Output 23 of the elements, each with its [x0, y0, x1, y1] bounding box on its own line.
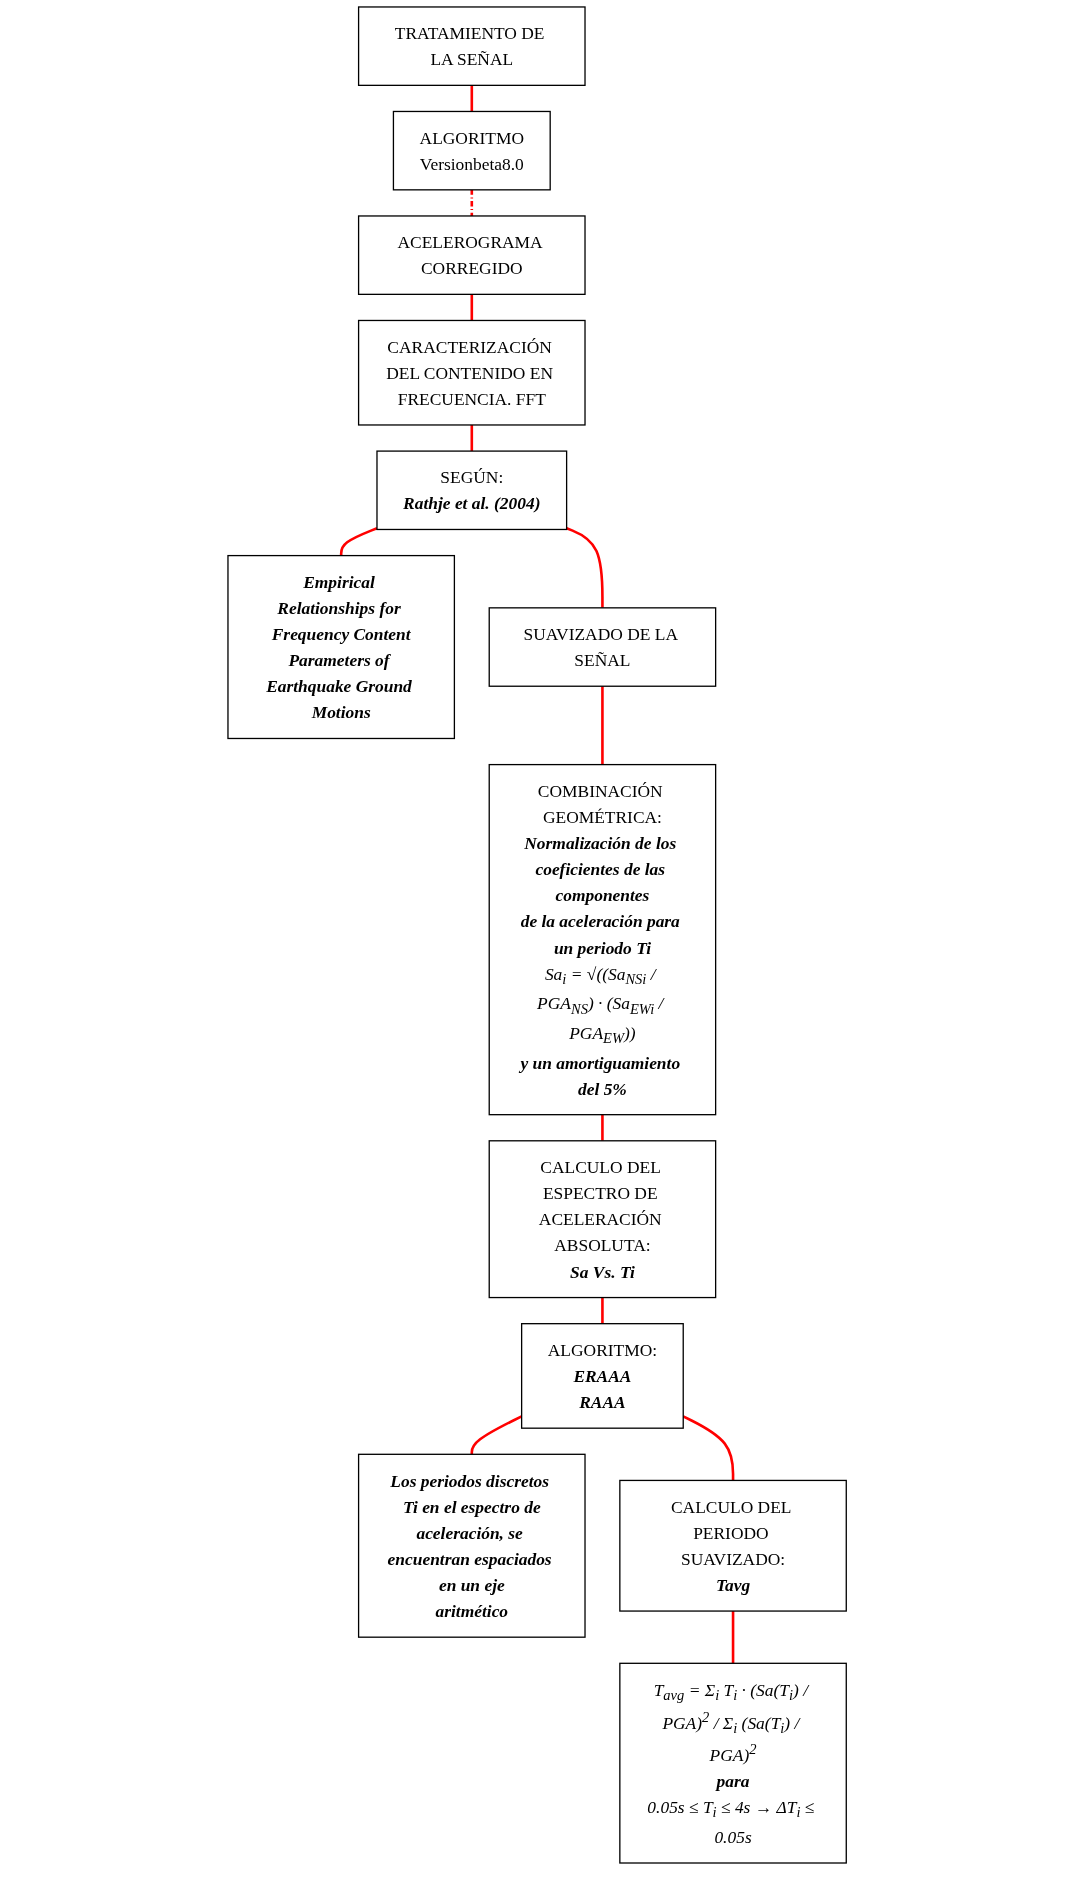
node-box: Los periodos discretos Ti en el espectro de aceleración, se encuentran espaciados en un eje aritmético [357, 1453, 586, 1638]
connector [601, 686, 604, 765]
node-box: ACELEROGRAMA CORREGIDO [357, 215, 586, 295]
connector [566, 527, 604, 608]
connector [470, 85, 473, 112]
connector [470, 294, 473, 321]
node-box: T$_{avg}$ = Σ$_{i}$ T$_{i}$ · (Sa(T$_{i}$) / PGA)$^{2}$ / Σ$_{i}$ (Sa(T$_{i}$) / PGA)$^{2}$ para 0.05s ≤ T$_{i}$ ≤ 4s → ΔT$_{i}$ ≤ 0.05s [619, 1662, 847, 1864]
node-box: COMBINACIÓN GEOMÉTRICA: Normalización de los coeficientes de las componentes de la aceleración para un periodo Ti Sa$_{i}$ = √((Sa$_{NSi}$ / PGA$_{NS}$) · (Sa$_{EWi}$ / PGA$_{EW}$)) y un amortiguamiento del 5% [488, 763, 717, 1116]
connector [470, 424, 473, 452]
node-box: TRATAMIENTO DE LA SEÑAL [357, 6, 586, 86]
node-box: CALCULO DEL PERIODO SUAVIZADO: Tavg [619, 1479, 847, 1612]
connector [601, 1297, 604, 1324]
node-box: ALGORITMO: ERAAA RAAA [520, 1323, 684, 1429]
node-box: ALGORITMO Versionbeta8.0 [392, 110, 551, 191]
connector [339, 527, 378, 556]
connector [470, 189, 473, 216]
node-box: SEGÚN: Rathje et al. (2004) [376, 450, 568, 531]
node-box: Empirical Relationships for Frequency Content Parameters of Earthquake Ground Motions [227, 554, 455, 740]
node-box: SUAVIZADO DE LA SEÑAL [488, 607, 717, 687]
connector [731, 1611, 735, 1664]
connector [601, 1114, 604, 1141]
node-box: CARACTERIZACIÓN DEL CONTENIDO EN FRECUENCIA. FFT [357, 319, 586, 426]
node-box: CALCULO DEL ESPECTRO DE ACELERACIÓN ABSOLUTA: Sa Vs. Ti [488, 1140, 717, 1299]
